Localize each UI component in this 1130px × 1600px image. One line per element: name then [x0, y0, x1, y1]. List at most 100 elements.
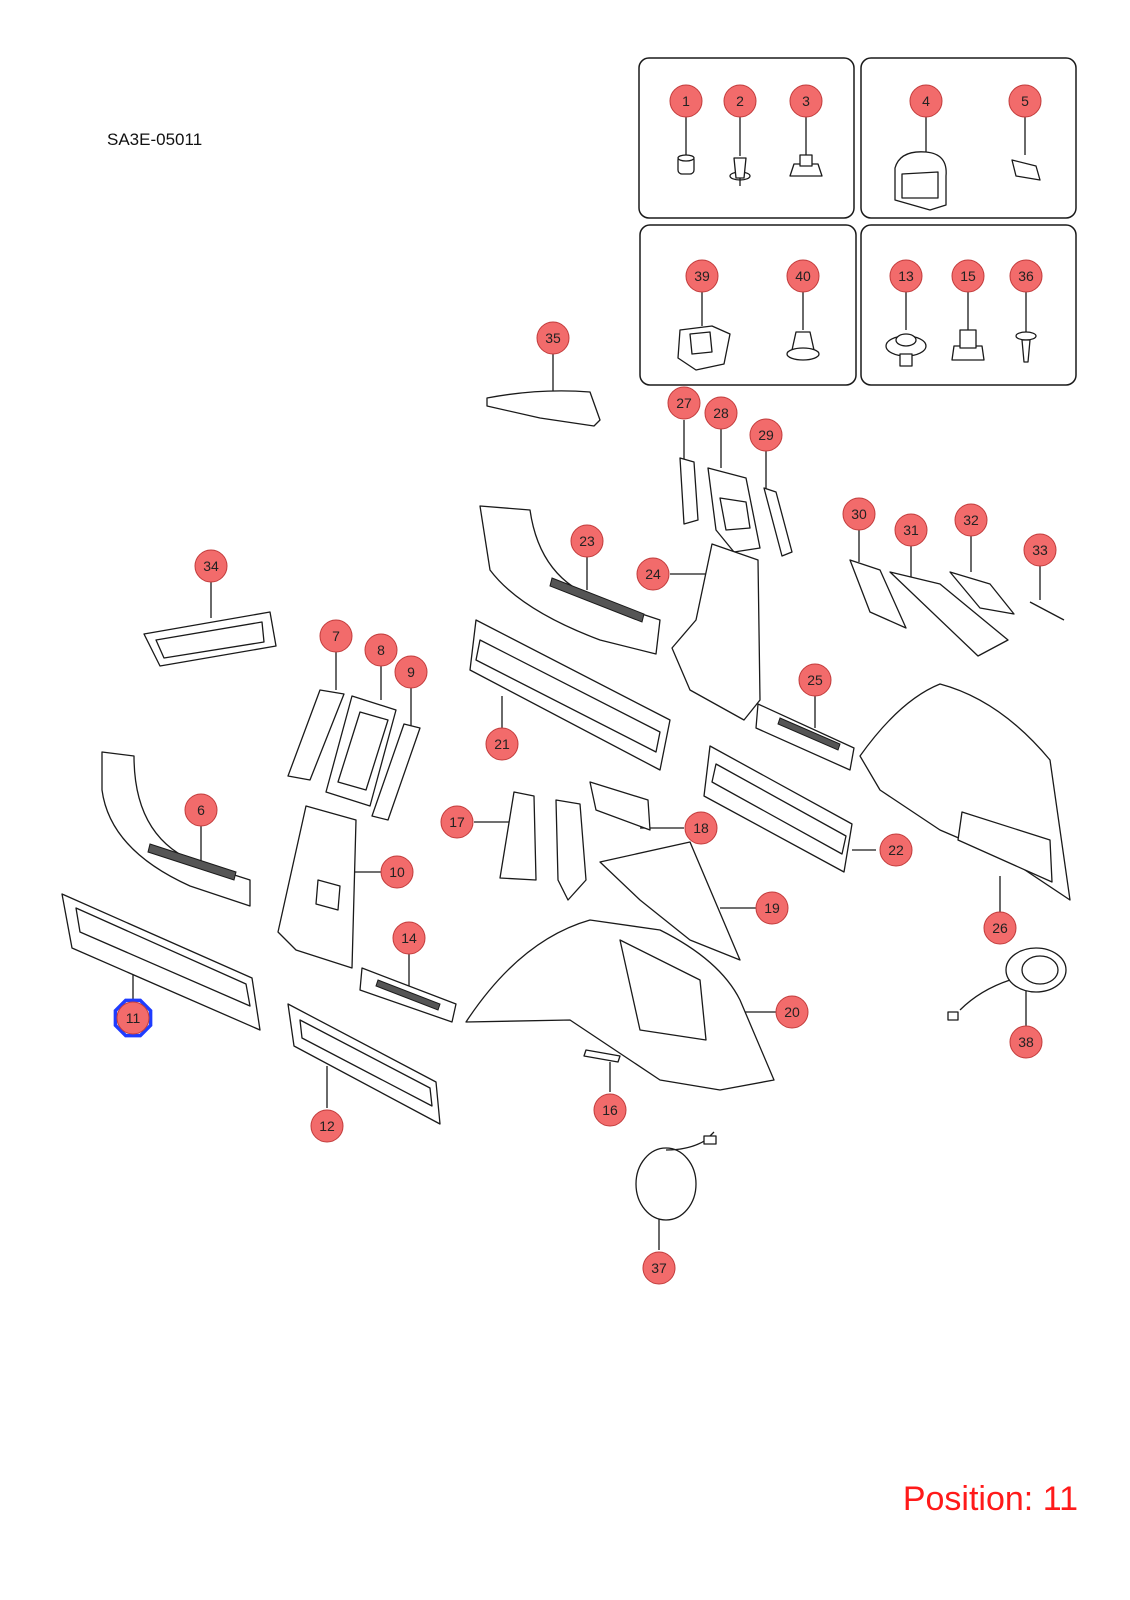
callout-circle[interactable]: [642, 1251, 676, 1285]
callout-29[interactable]: 29: [749, 418, 783, 452]
callout-number: 2: [736, 93, 744, 109]
callout-1[interactable]: 1: [669, 84, 703, 118]
callout-30[interactable]: 30: [842, 497, 876, 531]
callout-circle[interactable]: [723, 84, 757, 118]
callout-circle[interactable]: [593, 1093, 627, 1127]
callout-number: 21: [494, 736, 510, 752]
callout-26[interactable]: 26: [983, 911, 1017, 945]
callout-20[interactable]: 20: [775, 995, 809, 1029]
callout-39[interactable]: 39: [685, 259, 719, 293]
part-24-pillar: [670, 543, 761, 721]
part-15-clip: [951, 288, 985, 361]
callout-number: 36: [1018, 268, 1034, 284]
callout-21[interactable]: 21: [485, 727, 519, 761]
callout-27[interactable]: 27: [667, 386, 701, 420]
callout-23[interactable]: 23: [570, 524, 604, 558]
callout-circle[interactable]: [798, 663, 832, 697]
callout-11[interactable]: 11: [113, 998, 153, 1038]
callout-circle[interactable]: [667, 386, 701, 420]
callout-22[interactable]: 22: [879, 833, 913, 867]
callout-18[interactable]: 18: [684, 811, 718, 845]
callout-circle[interactable]: [894, 513, 928, 547]
callout-circle[interactable]: [954, 503, 988, 537]
callout-12[interactable]: 12: [310, 1109, 344, 1143]
callout-circle[interactable]: [909, 84, 943, 118]
callout-circle[interactable]: [392, 921, 426, 955]
callout-number: 37: [651, 1260, 667, 1276]
callout-4[interactable]: 4: [909, 84, 943, 118]
callout-3[interactable]: 3: [789, 84, 823, 118]
callout-36[interactable]: 36: [1009, 259, 1043, 293]
callout-number: 10: [389, 864, 405, 880]
callout-circle[interactable]: [749, 418, 783, 452]
callout-5[interactable]: 5: [1008, 84, 1042, 118]
callout-32[interactable]: 32: [954, 503, 988, 537]
callout-circle[interactable]: [570, 524, 604, 558]
callout-circle[interactable]: [1009, 1025, 1043, 1059]
callout-circle[interactable]: [536, 321, 570, 355]
part-20-wheel-house-trim: [465, 919, 776, 1091]
callout-15[interactable]: 15: [951, 259, 985, 293]
callout-24[interactable]: 24: [636, 557, 670, 591]
callout-circle[interactable]: [380, 855, 414, 889]
callout-circle[interactable]: [685, 259, 719, 293]
callout-circle[interactable]: [184, 793, 218, 827]
part-29-trim: [763, 450, 793, 557]
part-23-trim: [479, 505, 661, 655]
callout-circle[interactable]: [775, 995, 809, 1029]
callout-circle[interactable]: [116, 1001, 150, 1035]
part-27-trim: [679, 420, 699, 525]
callout-circle[interactable]: [951, 259, 985, 293]
callout-37[interactable]: 37: [642, 1251, 676, 1285]
callout-28[interactable]: 28: [704, 396, 738, 430]
callout-40[interactable]: 40: [786, 259, 820, 293]
callout-38[interactable]: 38: [1009, 1025, 1043, 1059]
callout-circle[interactable]: [889, 259, 923, 293]
callout-circle[interactable]: [789, 84, 823, 118]
callout-circle[interactable]: [1008, 84, 1042, 118]
part-17-trim: [474, 791, 537, 881]
callout-circle[interactable]: [194, 549, 228, 583]
part-13-push-rivet: [885, 288, 927, 367]
part-18-trim: [555, 781, 684, 901]
callout-circle[interactable]: [319, 619, 353, 653]
callout-33[interactable]: 33: [1023, 533, 1057, 567]
callout-19[interactable]: 19: [755, 891, 789, 925]
callout-circle[interactable]: [684, 811, 718, 845]
callout-circle[interactable]: [485, 727, 519, 761]
callout-number: 18: [693, 820, 709, 836]
callout-31[interactable]: 31: [894, 513, 928, 547]
callout-25[interactable]: 25: [798, 663, 832, 697]
callout-circle[interactable]: [1023, 533, 1057, 567]
callout-35[interactable]: 35: [536, 321, 570, 355]
callout-8[interactable]: 8: [364, 633, 398, 667]
callout-2[interactable]: 2: [723, 84, 757, 118]
callout-17[interactable]: 17: [440, 805, 474, 839]
callout-circle[interactable]: [310, 1109, 344, 1143]
callout-16[interactable]: 16: [593, 1093, 627, 1127]
callout-number: 11: [126, 1010, 141, 1026]
callout-circle[interactable]: [755, 891, 789, 925]
callout-circle[interactable]: [636, 557, 670, 591]
callout-7[interactable]: 7: [319, 619, 353, 653]
callout-6[interactable]: 6: [184, 793, 218, 827]
callout-circle[interactable]: [842, 497, 876, 531]
part-31-trim: [889, 546, 1009, 657]
callout-13[interactable]: 13: [889, 259, 923, 293]
callout-circle[interactable]: [1009, 259, 1043, 293]
callout-circle[interactable]: [879, 833, 913, 867]
callout-9[interactable]: 9: [394, 655, 428, 689]
callout-14[interactable]: 14: [392, 921, 426, 955]
callout-circle[interactable]: [669, 84, 703, 118]
callout-10[interactable]: 10: [380, 855, 414, 889]
callout-circle[interactable]: [394, 655, 428, 689]
callout-circle[interactable]: [983, 911, 1017, 945]
callout-circle[interactable]: [704, 396, 738, 430]
callout-number: 3: [802, 93, 810, 109]
callout-circle[interactable]: [364, 633, 398, 667]
callout-circle[interactable]: [786, 259, 820, 293]
callout-circle[interactable]: [440, 805, 474, 839]
callout-number: 22: [888, 842, 904, 858]
part-1-clip: [677, 114, 695, 175]
callout-34[interactable]: 34: [194, 549, 228, 583]
